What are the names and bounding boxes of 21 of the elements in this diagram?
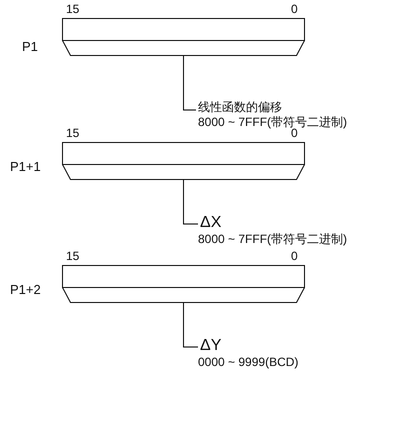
description-text: ΔX <box>200 214 222 232</box>
description-text: 线性函数的偏移 <box>198 100 283 115</box>
register-label: P1+1 <box>10 160 41 174</box>
register-box <box>62 18 305 56</box>
register-label: P1+2 <box>10 283 41 297</box>
bit-number: 0 <box>291 2 298 16</box>
range-text: 8000 ~ 7FFF(带符号二进制) <box>198 115 348 129</box>
bit-number: 15 <box>66 249 80 263</box>
description-text: ΔY <box>200 337 222 355</box>
bit-number: 0 <box>291 126 298 140</box>
leader-line <box>183 180 198 224</box>
leader-line <box>183 56 196 110</box>
range-text: 0000 ~ 9999(BCD) <box>198 355 298 370</box>
bit-number: 0 <box>291 249 298 263</box>
register-label: P1 <box>22 40 38 54</box>
register-box <box>62 142 305 180</box>
bit-number: 15 <box>66 126 80 140</box>
register-box <box>62 265 305 303</box>
range-text: 8000 ~ 7FFF(带符号二进制) <box>198 232 348 247</box>
leader-line <box>183 302 198 348</box>
bit-number: 15 <box>66 2 80 16</box>
